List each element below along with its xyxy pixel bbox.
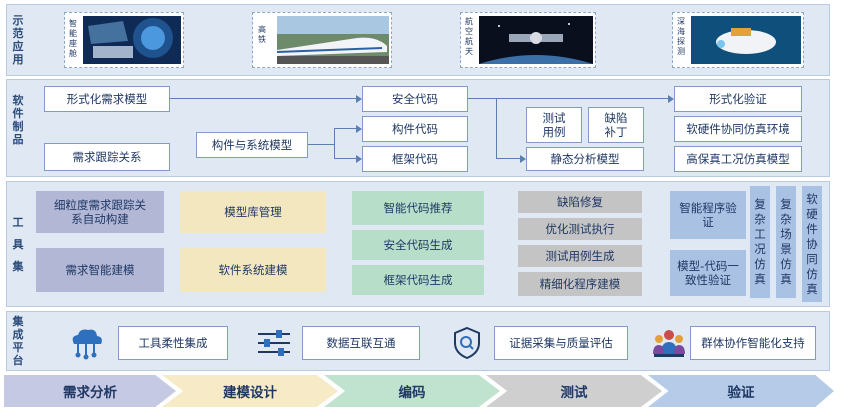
demo-tile-cockpit[interactable]: 智能座舱	[64, 12, 184, 68]
hw-sw-sim-tool[interactable]: 软硬件协同仿真	[802, 186, 822, 302]
smart-requirement-tool[interactable]: 需求智能建模	[36, 248, 164, 292]
stage-verification[interactable]: 验证	[648, 375, 834, 407]
static-analysis-model-box[interactable]: 静态分析模型	[526, 147, 644, 171]
formal-requirement-model-box[interactable]: 形式化需求模型	[44, 86, 170, 112]
connector-model-vertical	[334, 128, 335, 159]
row-label-software: 软件制品	[12, 94, 24, 146]
demo-tile-aerospace[interactable]: 航空航天	[460, 12, 596, 68]
safe-code-gen-tool[interactable]: 安全代码生成	[352, 230, 484, 260]
aerospace-image	[479, 16, 593, 64]
hw-sw-env-box[interactable]: 软硬件协同仿真环境	[674, 116, 802, 142]
component-system-model-box[interactable]: 构件与系统模型	[196, 132, 308, 158]
demo-label-train: 高铁	[258, 25, 266, 44]
arrow-static-model	[520, 155, 526, 163]
arrow-safe-code	[356, 95, 362, 103]
sliders-icon	[256, 328, 292, 358]
high-fidelity-model-box[interactable]: 高保真工况仿真模型	[674, 146, 802, 172]
integration-item-group-collab[interactable]: 群体协作智能化支持	[690, 326, 816, 360]
system-modeling-tool[interactable]: 软件系统建模	[180, 248, 326, 292]
component-code-box[interactable]: 构件代码	[362, 116, 468, 142]
stage-requirement-analysis[interactable]: 需求分析	[4, 375, 176, 407]
train-image	[277, 16, 389, 64]
test-execution-tool[interactable]: 优化测试执行	[518, 218, 642, 240]
fine-trace-tool[interactable]: 细粒度需求跟踪关系自动构建	[36, 191, 164, 233]
shield-search-icon	[452, 326, 482, 360]
connector-static-in	[496, 158, 520, 159]
formal-verification-box[interactable]: 形式化验证	[674, 86, 802, 112]
defect-patch-box[interactable]: 缺陷补丁	[588, 107, 644, 143]
stage-coding[interactable]: 编码	[324, 375, 500, 407]
connector-to-framework-code	[334, 158, 356, 159]
stage-modeling-design[interactable]: 建模设计	[162, 375, 338, 407]
test-case-box[interactable]: 测试用例	[526, 107, 582, 143]
integration-item-evidence-quality[interactable]: 证据采集与质量评估	[494, 326, 628, 360]
demo-tile-deepsea[interactable]: 深海探测	[672, 12, 804, 68]
cloud-network-icon	[66, 326, 106, 360]
row-label-demo: 示范应用	[12, 14, 24, 66]
connector-req-to-safe	[170, 98, 356, 99]
connector-to-component-code	[334, 128, 356, 129]
program-modeling-tool[interactable]: 精细化程序建模	[518, 272, 642, 296]
arrow-framework-code	[356, 155, 362, 163]
complex-condition-sim-tool[interactable]: 复杂工况仿真	[750, 186, 770, 298]
connector-to-formal-verify	[496, 98, 668, 99]
connector-code-to-static	[496, 98, 497, 159]
deepsea-image	[691, 16, 801, 64]
model-code-consistency-tool[interactable]: 模型-代码一致性验证	[670, 250, 746, 296]
connector-safe-right	[468, 98, 496, 99]
arrow-formal-verify	[668, 95, 674, 103]
row-label-integration: 集成平台	[12, 315, 24, 367]
requirement-trace-box[interactable]: 需求跟踪关系	[44, 143, 170, 171]
model-library-tool[interactable]: 模型库管理	[180, 191, 326, 233]
demo-tile-train[interactable]: 高铁	[252, 12, 392, 68]
demo-label-aerospace: 航空航天	[465, 17, 473, 56]
cockpit-image	[83, 16, 181, 64]
test-case-gen-tool[interactable]: 测试用例生成	[518, 245, 642, 267]
safe-code-box[interactable]: 安全代码	[362, 86, 468, 112]
demo-label-cockpit: 智能座舱	[69, 19, 77, 58]
framework-code-box[interactable]: 框架代码	[362, 146, 468, 172]
frame-code-gen-tool[interactable]: 框架代码生成	[352, 265, 484, 295]
demo-label-deepsea: 深海探测	[677, 17, 685, 56]
integration-item-data-interconnect[interactable]: 数据互联互通	[302, 326, 420, 360]
row-label-tools: 工具集	[12, 216, 24, 273]
connector-model-branch	[308, 144, 334, 145]
integration-item-tool-integration[interactable]: 工具柔性集成	[118, 326, 228, 360]
arrow-component-code	[356, 125, 362, 133]
smart-verify-tool[interactable]: 智能程序验证	[670, 191, 746, 239]
complex-scene-sim-tool[interactable]: 复杂场景仿真	[776, 186, 796, 298]
code-recommend-tool[interactable]: 智能代码推荐	[352, 191, 484, 225]
defect-repair-tool[interactable]: 缺陷修复	[518, 191, 642, 213]
stage-testing[interactable]: 测试	[486, 375, 662, 407]
team-icon	[652, 326, 686, 360]
